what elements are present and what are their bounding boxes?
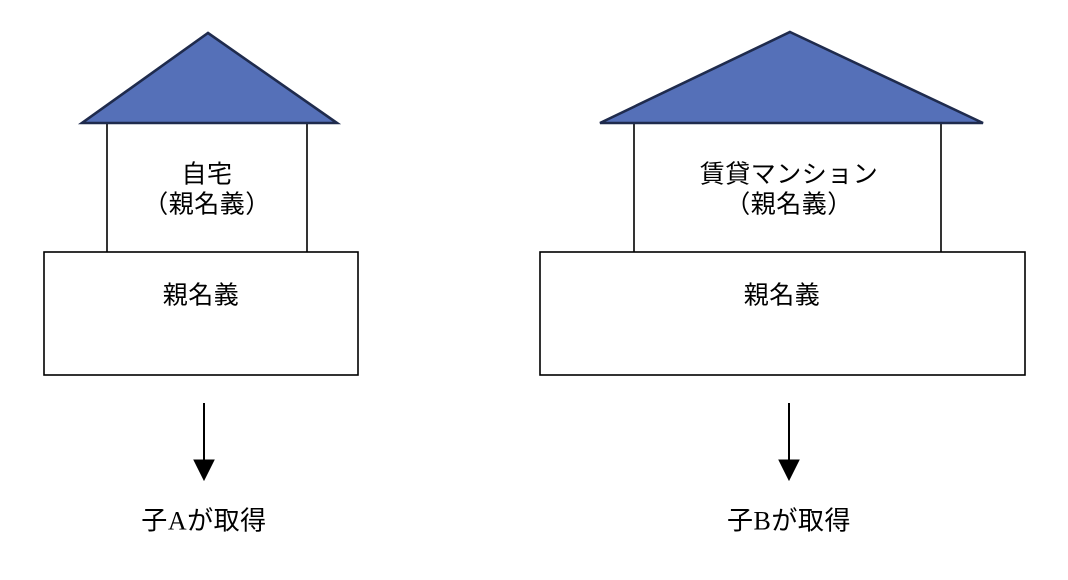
land-label-right: 親名義: [744, 281, 821, 311]
arrow-head-right: [778, 459, 800, 482]
roof-right: [599, 30, 984, 125]
building-label-right: 賃貸マンション （親名義）: [700, 161, 879, 220]
outcome-label-left: 子Aが取得: [141, 507, 266, 538]
land-label-right-text: 親名義: [743, 282, 821, 310]
outcome-label-right: 子Bが取得: [727, 507, 851, 538]
arrow-head-left: [193, 459, 215, 482]
land-rect-left: [43, 251, 359, 376]
outcome-label-left-text: 子Aが取得: [141, 506, 267, 536]
land-label-left: 親名義: [163, 281, 240, 311]
building-label-left-line2: （親名義）: [143, 191, 271, 218]
land-label-left-text: 親名義: [162, 282, 240, 310]
land-rect-right: [539, 251, 1026, 376]
building-label-left-line1: 自宅: [181, 161, 233, 189]
roof-left: [77, 31, 342, 125]
unit-right: [539, 30, 1026, 482]
unit-left: [43, 31, 359, 482]
building-label-right-line1: 賃貸マンション: [699, 161, 879, 189]
building-label-left: 自宅 （親名義）: [143, 161, 271, 220]
outcome-label-right-text: 子Bが取得: [727, 506, 851, 536]
building-label-right-line2: （親名義）: [725, 191, 853, 218]
